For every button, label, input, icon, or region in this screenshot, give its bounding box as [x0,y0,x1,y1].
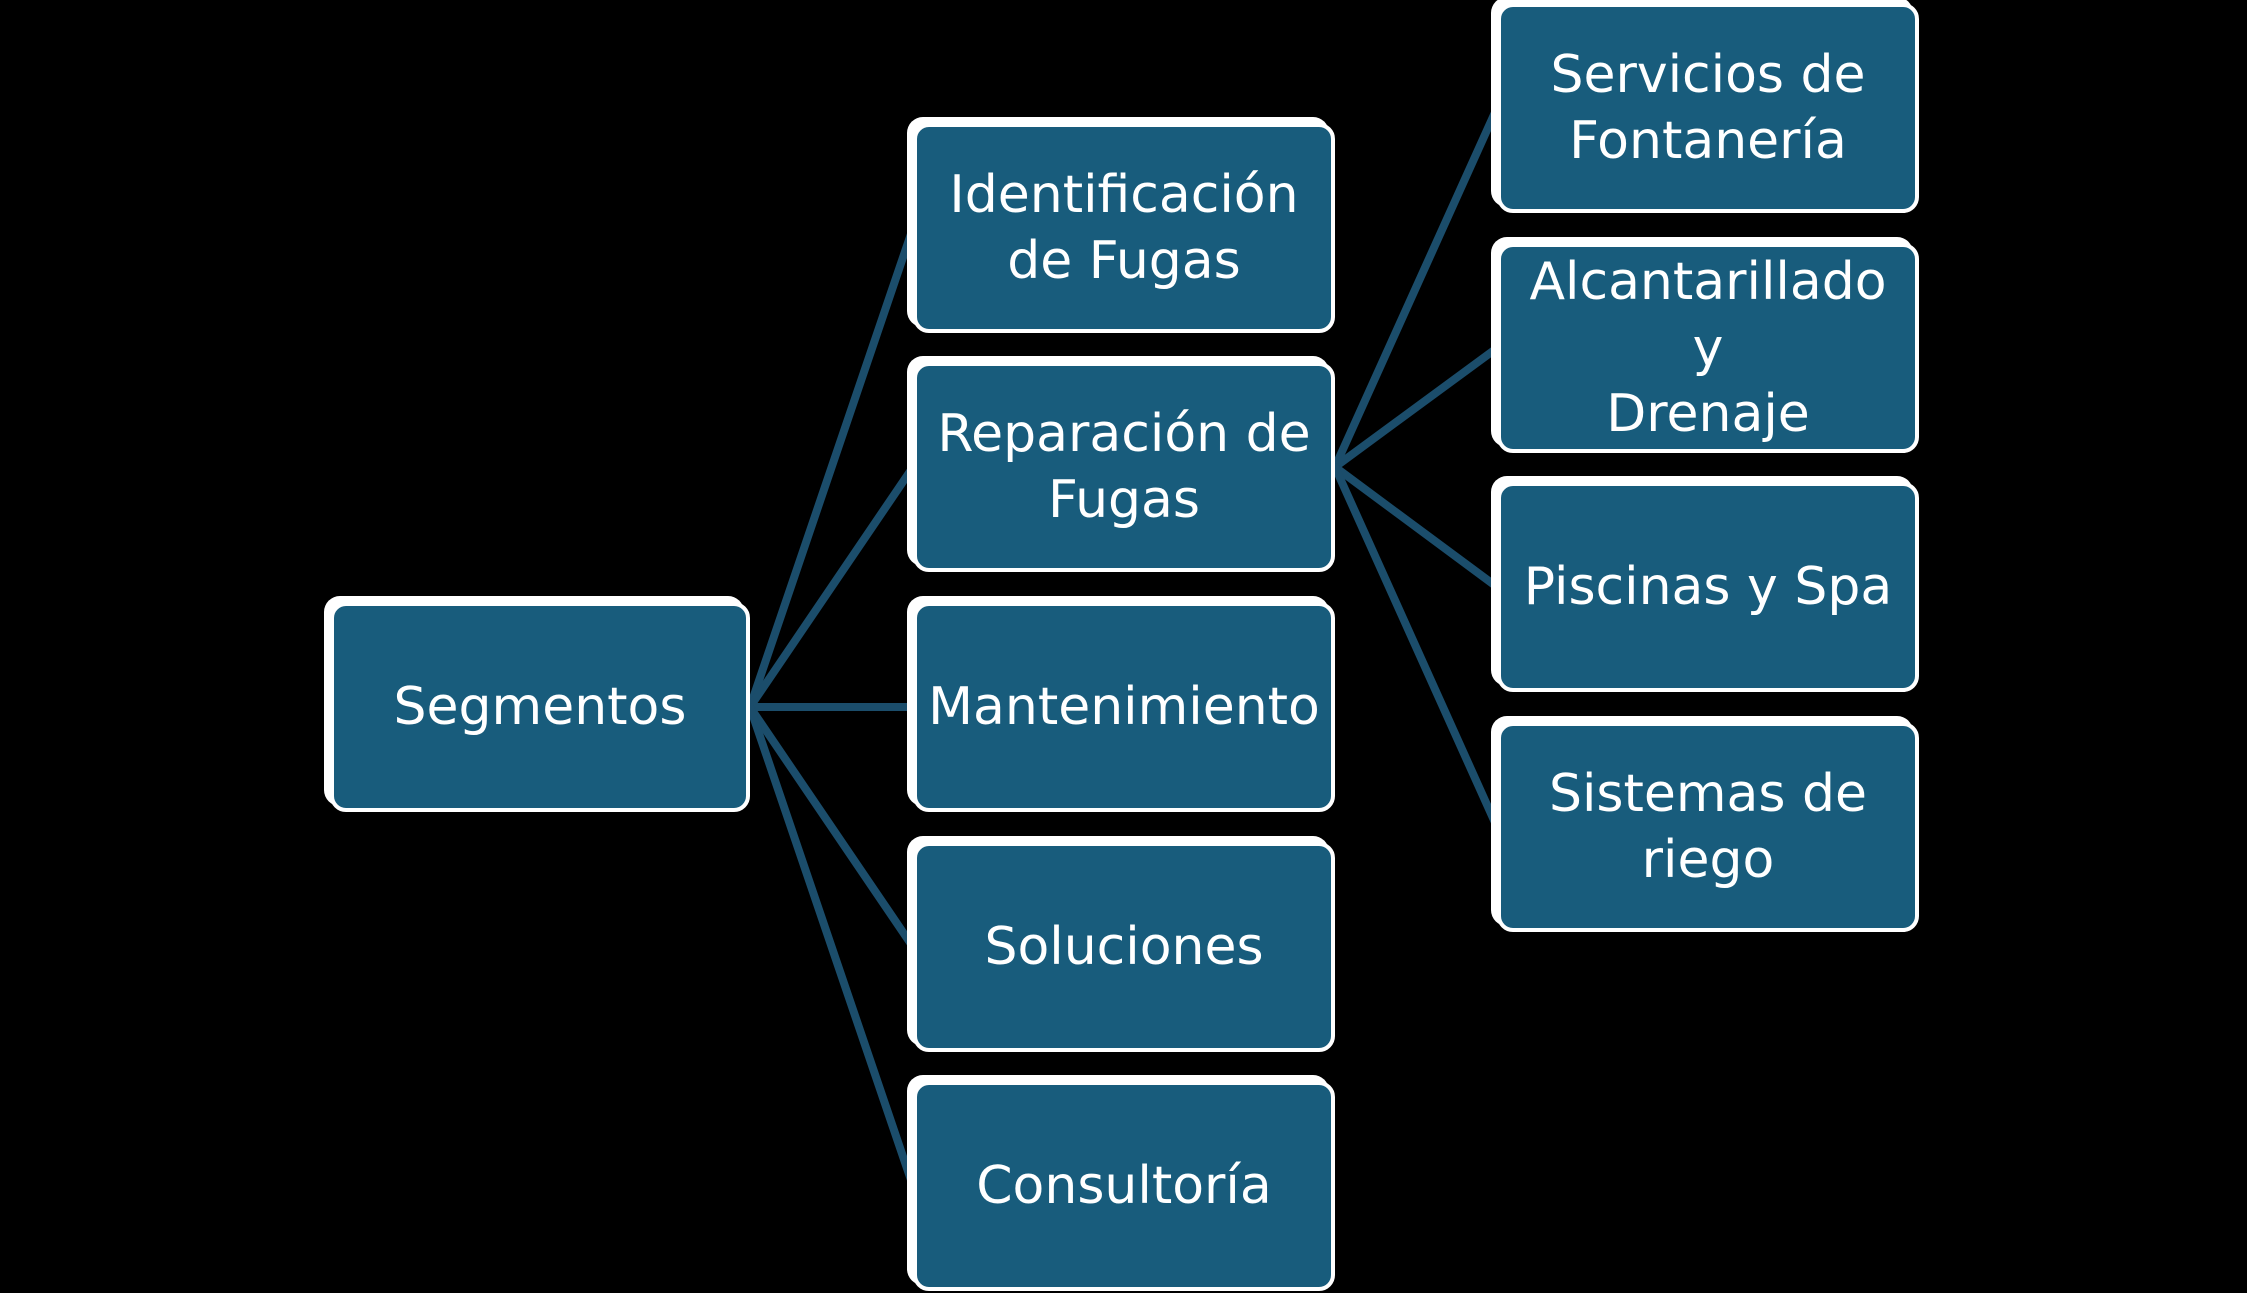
node-label: Sistemas de riego [1548,764,1868,890]
node-label: Piscinas y Spa [1523,557,1893,617]
connector-segmentos-consultoria [746,703,917,1190]
root-node-segmentos: Segmentos [330,602,750,812]
node-soluciones: Soluciones [913,842,1335,1052]
connector-segmentos-soluciones [746,703,917,951]
node-consultoria: Consultoría [913,1081,1335,1291]
node-label: Reparación de Fugas [937,404,1311,530]
node-label: Servicios de Fontanería [1550,45,1866,171]
node-label: Alcantarillado y Drenaje [1529,252,1887,444]
node-alcantarillado-y-drenaje: Alcantarillado y Drenaje [1497,243,1919,453]
connector-segmentos-identificacion [746,224,917,711]
root-node-label: Segmentos [393,677,687,737]
connector-reparacion-riego [1331,463,1501,831]
node-identificacion-de-fugas: Identificación de Fugas [913,123,1335,333]
node-reparacion-de-fugas: Reparación de Fugas [913,362,1335,572]
node-label: Mantenimiento [928,677,1320,737]
connector-reparacion-alcantarillado [1331,344,1501,471]
node-label: Identificación de Fugas [949,165,1299,291]
connector-reparacion-fontaneria [1331,104,1501,471]
node-piscinas-y-spa: Piscinas y Spa [1497,482,1919,692]
node-mantenimiento: Mantenimiento [913,602,1335,812]
node-label: Consultoría [976,1156,1272,1216]
node-label: Soluciones [984,917,1264,977]
connector-segmentos-reparacion [746,463,917,711]
node-servicios-de-fontaneria: Servicios de Fontanería [1497,3,1919,213]
connector-reparacion-piscinas [1331,463,1501,591]
node-sistemas-de-riego: Sistemas de riego [1497,722,1919,932]
